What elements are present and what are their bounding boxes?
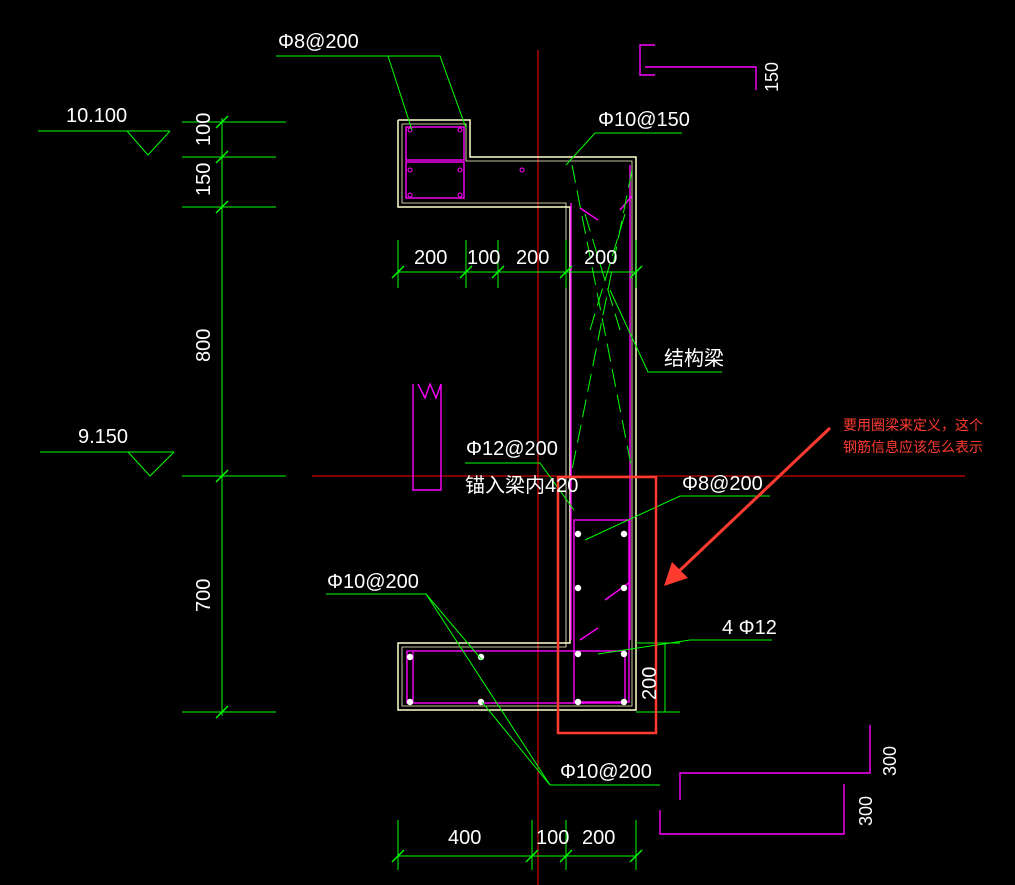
concrete-outline xyxy=(397,119,637,711)
dimension-ticks xyxy=(215,115,643,863)
dim-bottom-400: 400 xyxy=(448,827,481,849)
axis-lines xyxy=(312,50,965,885)
label-stirrup: Φ8@200 xyxy=(682,473,763,495)
dim-150-vertical: 150 xyxy=(193,163,215,196)
detail-150: 150 xyxy=(762,62,782,92)
elevation-mid: 9.150 xyxy=(78,426,128,448)
label-main-bars: 4 Φ12 xyxy=(722,617,777,639)
dim-top-200b: 200 xyxy=(516,247,549,269)
highlight-arrow xyxy=(664,426,832,586)
dim-800-vertical: 800 xyxy=(193,329,215,362)
label-bottom-rebar: Φ10@200 xyxy=(327,571,419,593)
rebar-lines xyxy=(405,44,871,835)
label-top-slab-rebar: Φ8@200 xyxy=(278,31,359,53)
dim-top-200c: 200 xyxy=(584,247,617,269)
elevation-top: 10.100 xyxy=(66,105,127,127)
slab-dots xyxy=(407,127,525,198)
dimension-lines xyxy=(38,55,772,870)
dim-700-vertical: 700 xyxy=(193,579,215,612)
rebar-dots xyxy=(406,530,628,706)
annotation-note: 要用圈梁来定义，这个 钢筋信息应该怎么表示 xyxy=(843,415,1015,459)
dim-bottom-100: 100 xyxy=(536,827,569,849)
detail-300b: 300 xyxy=(856,796,876,826)
dim-top-200a: 200 xyxy=(414,247,447,269)
dim-bottom-200: 200 xyxy=(582,827,615,849)
highlight-box xyxy=(556,475,658,735)
detail-300a: 300 xyxy=(880,746,900,776)
dim-top-100: 100 xyxy=(467,247,500,269)
annotation-line-1: 要用圈梁来定义，这个 xyxy=(843,418,983,434)
label-top-beam-rebar: Φ10@150 xyxy=(598,109,690,131)
label-bottom-rebar-2: Φ10@200 xyxy=(560,761,652,783)
annotation-line-2: 钢筋信息应该怎么表示 xyxy=(843,440,983,456)
label-structural-beam: 结构梁 xyxy=(664,347,724,370)
dim-100-vertical: 100 xyxy=(193,113,215,146)
dim-side-200: 200 xyxy=(639,667,661,700)
label-anchor-note: 锚入梁内420 xyxy=(465,474,578,497)
label-anchor-rebar: Φ12@200 xyxy=(466,438,558,460)
